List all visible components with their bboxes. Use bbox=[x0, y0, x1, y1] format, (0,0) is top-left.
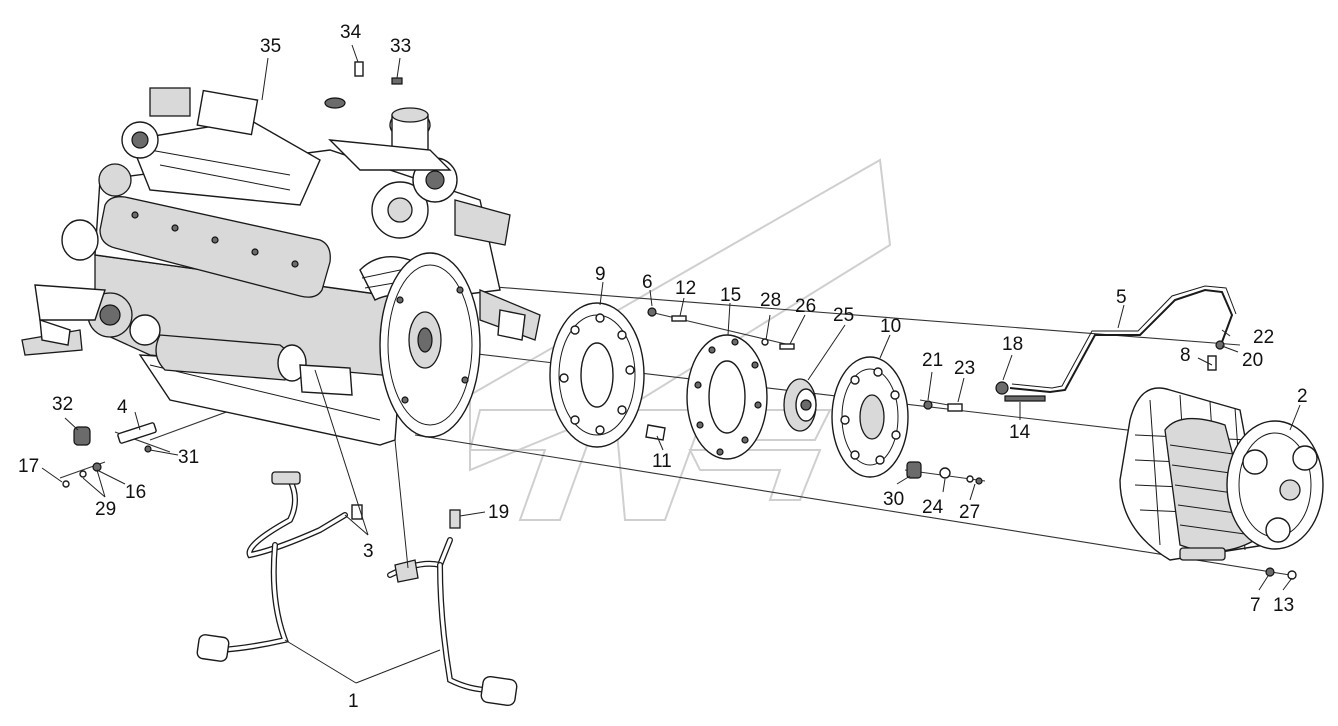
callout-21: 21 bbox=[922, 350, 943, 371]
callout-25: 25 bbox=[833, 305, 854, 326]
callout-29: 29 bbox=[95, 499, 116, 520]
callout-6: 6 bbox=[642, 272, 653, 293]
part-15-ring bbox=[686, 334, 768, 460]
valve-cover-bolts bbox=[131, 211, 299, 268]
callout-28: 28 bbox=[760, 290, 781, 311]
part-25-hub bbox=[783, 378, 817, 432]
callout-32: 32 bbox=[52, 394, 73, 415]
part-10-disc bbox=[831, 356, 909, 478]
engine-assembly bbox=[21, 87, 541, 446]
hydraulic-line bbox=[1009, 285, 1237, 394]
callout-13: 13 bbox=[1273, 595, 1294, 616]
callout-2: 2 bbox=[1297, 386, 1308, 407]
callout-1: 1 bbox=[348, 691, 359, 712]
callout-27: 27 bbox=[959, 502, 980, 523]
flywheel bbox=[379, 252, 481, 438]
callout-8: 8 bbox=[1180, 345, 1191, 366]
callout-11: 11 bbox=[652, 451, 672, 472]
callout-10: 10 bbox=[880, 316, 901, 337]
fasteners bbox=[62, 61, 1297, 580]
callout-15: 15 bbox=[720, 285, 741, 306]
callout-18: 18 bbox=[1002, 334, 1023, 355]
leader-lines bbox=[41, 44, 1301, 684]
callout-17: 17 bbox=[18, 456, 39, 477]
callout-33: 33 bbox=[390, 36, 411, 57]
callout-numbers: 1 2 3 4 5 6 7 8 9 10 11 12 13 14 15 16 1… bbox=[18, 22, 1308, 712]
callout-4: 4 bbox=[117, 397, 128, 418]
callout-35: 35 bbox=[260, 36, 281, 57]
callout-31: 31 bbox=[178, 447, 199, 468]
sensor-harness bbox=[196, 471, 518, 707]
callout-34: 34 bbox=[340, 22, 362, 43]
callout-19: 19 bbox=[488, 502, 509, 523]
callout-24: 24 bbox=[922, 497, 944, 518]
watermark-logo bbox=[468, 158, 892, 521]
callout-14: 14 bbox=[1009, 422, 1031, 443]
callout-5: 5 bbox=[1116, 287, 1127, 308]
callout-23: 23 bbox=[954, 358, 975, 379]
callout-20: 20 bbox=[1242, 350, 1263, 371]
callout-7: 7 bbox=[1250, 595, 1261, 616]
callout-26: 26 bbox=[795, 296, 816, 317]
clutch-housing bbox=[1119, 387, 1324, 561]
callout-9: 9 bbox=[595, 264, 606, 285]
part-9-plate bbox=[549, 302, 645, 448]
callout-3: 3 bbox=[363, 541, 374, 562]
callout-12: 12 bbox=[675, 278, 696, 299]
callout-22: 22 bbox=[1253, 327, 1274, 348]
callout-16: 16 bbox=[125, 482, 146, 503]
callout-30: 30 bbox=[883, 489, 904, 510]
